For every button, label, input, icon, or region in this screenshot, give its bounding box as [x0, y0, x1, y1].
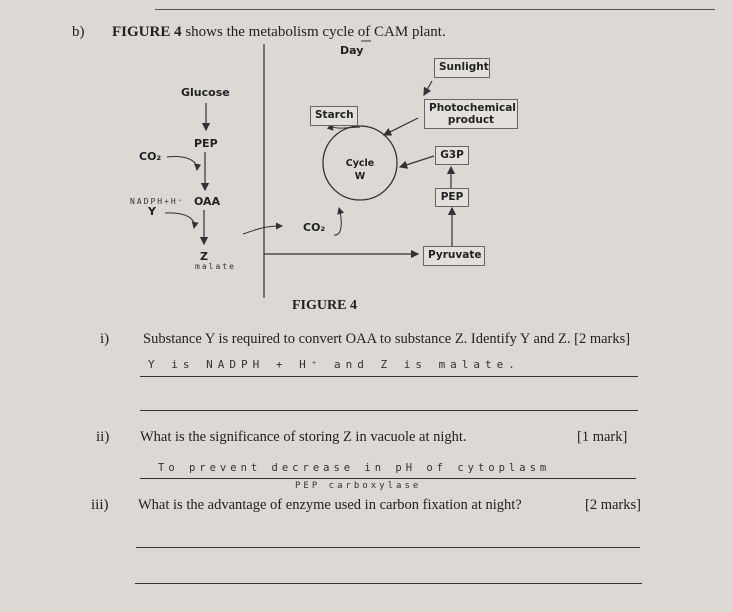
glucose-label: Glucose	[181, 86, 230, 99]
question-ii-number: ii)	[96, 429, 110, 445]
part-label: b)	[72, 24, 85, 40]
intro-text: FIGURE 4 shows the metabolism cycle of C…	[112, 24, 446, 41]
photochemical-line1: Photochemical	[429, 102, 516, 114]
cycle-line2: W	[354, 171, 366, 182]
starch-box: Starch	[310, 106, 358, 126]
y-label: Y	[148, 205, 156, 218]
figure-caption: FIGURE 4	[292, 298, 357, 313]
figure-ref: FIGURE 4	[112, 24, 182, 40]
intro-rest: shows the metabolism cycle of CAM plant.	[185, 24, 446, 40]
night-pep-label: PEP	[194, 137, 218, 150]
z-handwritten-answer: malate	[195, 262, 236, 271]
question-i-text: Substance Y is required to convert OAA t…	[143, 331, 631, 347]
day-co2-label: CO₂	[303, 221, 326, 234]
question-iii-rule-1[interactable]	[136, 547, 640, 548]
question-ii-rule-1	[140, 478, 636, 479]
pyruvate-box: Pyruvate	[423, 246, 485, 266]
oaa-label: OAA	[194, 195, 221, 208]
question-ii-answer-line-1[interactable]: To prevent decrease in pH of cytoplasm	[158, 462, 551, 474]
question-ii-note: PEP carboxylase	[295, 481, 422, 491]
question-iii-rule-2[interactable]	[135, 583, 642, 584]
question-i-answer-line-1[interactable]: Y is NADPH + H⁺ and Z is malate.	[148, 358, 520, 371]
question-i-rule-2	[140, 410, 638, 411]
photochemical-line2: product	[447, 114, 495, 126]
question-i-rule-1	[140, 376, 638, 377]
question-ii-marks: [1 mark]	[577, 429, 628, 445]
day-title: Day	[340, 44, 364, 57]
question-ii-text: What is the significance of storing Z in…	[140, 429, 467, 445]
y-handwritten-answer: NADPH+H⁺	[130, 197, 185, 206]
g3p-box: G3P	[435, 146, 469, 165]
photochemical-box: Photochemical product	[424, 99, 518, 129]
z-label: Z	[200, 250, 208, 263]
cycle-line1: Cycle	[345, 158, 375, 169]
day-pep-box: PEP	[435, 188, 469, 207]
sunlight-box: Sunlight	[434, 58, 490, 78]
cycle-w-label: Cycle W	[336, 157, 384, 183]
top-divider	[155, 9, 715, 10]
question-iii-number: iii)	[91, 497, 109, 513]
question-i-number: i)	[100, 331, 110, 347]
question-iii-marks: [2 marks]	[585, 497, 641, 513]
question-iii-text: What is the advantage of enzyme used in …	[138, 497, 522, 513]
night-co2-label: CO₂	[139, 150, 162, 163]
